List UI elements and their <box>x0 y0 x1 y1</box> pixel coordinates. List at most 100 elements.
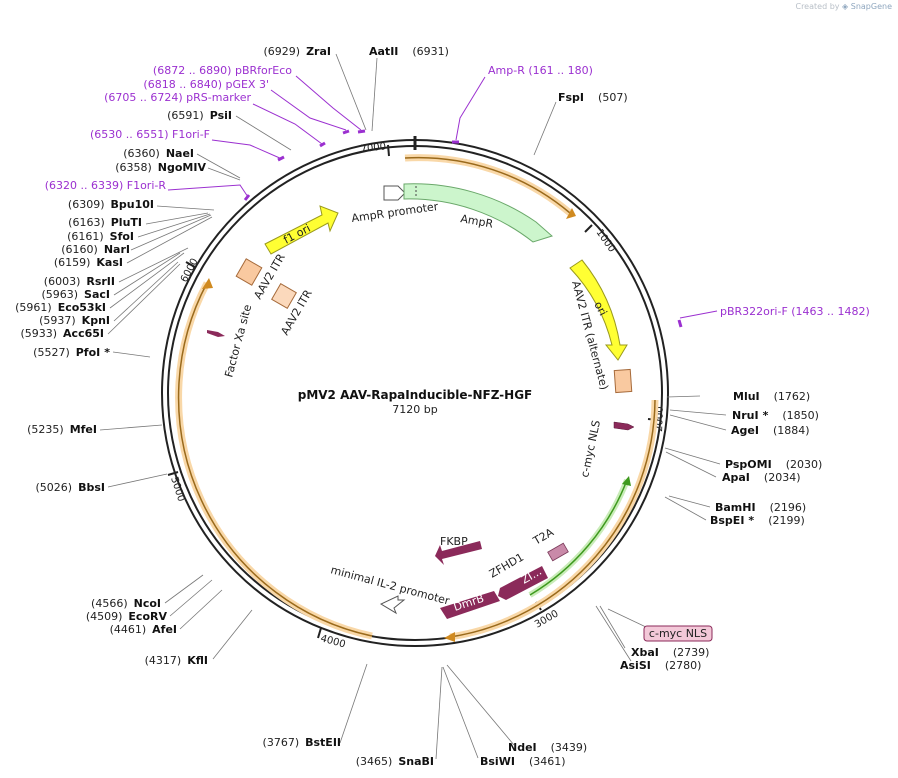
primer-pgex3-mark <box>342 129 350 135</box>
enzyme-agei: AgeI(1884) <box>731 424 810 437</box>
factor-xa-label: Factor Xa site <box>222 303 254 379</box>
line-eco53ki <box>109 252 185 309</box>
primer-pbrforeco-line <box>295 75 362 131</box>
enzyme-naei: (6360)NaeI <box>123 147 194 160</box>
line-sfoi <box>137 213 211 238</box>
enzyme-pspomi: PspOMI(2030) <box>725 458 822 471</box>
enzyme-nrui: NruI*(1850) <box>732 409 819 422</box>
line-acc65i <box>107 263 181 335</box>
tick-6000-label: 6000 <box>179 257 201 285</box>
ampr-feature <box>403 183 553 243</box>
orf-arc-right <box>449 399 656 638</box>
enzyme-rsrii: (6003)RsrII <box>44 275 115 288</box>
line-cmyc-box <box>607 608 649 629</box>
primer-f1ori-r-line <box>167 184 249 198</box>
line-bsiwi <box>442 666 479 759</box>
line-nari <box>130 214 212 251</box>
enzyme-bpu10i: (6309)Bpu10I <box>68 198 154 211</box>
line-kfli <box>212 609 253 660</box>
orf-arcs <box>175 154 659 642</box>
enzyme-zrai: (6929)ZraI <box>264 45 332 58</box>
enzyme-ndei: NdeI(3439) <box>508 741 587 754</box>
cmyc-nls-box-label: c-myc NLS <box>649 627 707 640</box>
t2a-box <box>547 542 569 562</box>
f1ori-feature <box>264 205 339 255</box>
line-kpni <box>113 261 179 322</box>
primer-ampr-line <box>455 76 486 141</box>
line-afei <box>179 589 223 630</box>
tick-7000-mark <box>387 144 390 157</box>
line-fspi <box>533 101 557 156</box>
tick-2000-label: 2000 <box>654 406 666 432</box>
ampr-label: AmpR <box>459 212 494 231</box>
tick-1000-mark <box>584 224 593 233</box>
line-bsteii <box>339 663 368 744</box>
line-rsrii <box>118 247 189 283</box>
enzyme-apai: ApaI(2034) <box>722 471 800 484</box>
enzyme-bamhi: BamHI(2196) <box>715 501 806 514</box>
tick-6000-mark <box>185 261 196 268</box>
primer-f1ori-f-mark <box>277 155 285 162</box>
enzyme-kpni: (5937)KpnI <box>39 314 110 327</box>
line-kasi <box>126 216 213 264</box>
ampr-promoter-label: AmpR promoter <box>351 200 440 225</box>
primer-pbr322ori-label: pBR322ori-F (1463 .. 1482) <box>720 305 870 318</box>
factor-xa-arrow <box>207 330 225 337</box>
green-orf <box>529 479 628 596</box>
tick-5000-mark <box>167 471 179 476</box>
line-pspomi <box>664 447 721 465</box>
snapgene-credit: Created by ◈ SnapGene <box>795 2 892 11</box>
plasmid-length: 7120 bp <box>392 403 437 416</box>
primer-ampr-label: Amp-R (161 .. 180) <box>488 64 593 77</box>
tick-1000-label: 1000 <box>594 227 618 254</box>
ori-label: ori <box>591 299 609 318</box>
aav2-itr-box-2 <box>271 283 297 309</box>
f1ori-label: f1 ori <box>281 222 312 247</box>
enzyme-psii: (6591)PsiI <box>167 109 232 122</box>
credit-brand: SnapGene <box>850 2 892 11</box>
enzyme-ncoi: (4566)NcoI <box>91 597 161 610</box>
line-ngomiv <box>207 167 241 181</box>
primer-pgex3-label: (6818 .. 6840) pGEX 3' <box>143 78 269 91</box>
t2a-label: T2A <box>530 525 556 548</box>
ampr-promoter-arrow <box>383 185 406 201</box>
primer-pbr322ori-line <box>679 310 718 319</box>
line-psii <box>235 115 292 151</box>
enzyme-saci: (5963)SacI <box>41 288 110 301</box>
primer-prs-marker-mark <box>319 141 326 148</box>
line-mlui <box>666 395 701 398</box>
cmyc-nls-inner-label: c-myc NLS <box>578 419 603 479</box>
credit-prefix: Created by <box>795 2 840 11</box>
line-naei <box>196 153 241 179</box>
line-asisi <box>595 605 632 662</box>
primer-pbrforeco-mark <box>357 129 366 134</box>
enzyme-bbsi: (5026)BbsI <box>36 481 105 494</box>
line-bspei <box>664 496 707 521</box>
line-bbsi <box>107 473 168 488</box>
line-bamhi <box>668 495 711 508</box>
primer-pgex3-line <box>270 89 347 131</box>
enzyme-pluti: (6163)PluTI <box>68 216 142 229</box>
line-ndei <box>446 664 515 746</box>
tick-4000-mark <box>317 627 322 639</box>
zfhd1-arrow <box>498 566 548 600</box>
green-orf-head <box>622 476 631 486</box>
orf-arc-left-light <box>175 281 373 640</box>
cmyc-nls-inner-arrow <box>613 421 635 431</box>
enzyme-mfei: (5235)MfeI <box>27 423 97 436</box>
line-bpu10i <box>156 205 215 211</box>
enzyme-mlui: MluI(1762) <box>733 390 810 403</box>
primer-lines <box>167 75 718 319</box>
enzyme-kfli: (4317)KflI <box>145 654 208 667</box>
orf-arc-top-head <box>566 208 576 219</box>
enzyme-xbai: XbaI(2739) <box>631 646 709 659</box>
enzyme-kasi: (6159)KasI <box>54 256 123 269</box>
primer-prs-marker-label: (6705 .. 6724) pRS-marker <box>104 91 251 104</box>
primer-pbr322ori-mark <box>677 319 683 328</box>
enzyme-bspei: BspEI*(2199) <box>710 514 805 527</box>
primer-f1ori-r-mark <box>243 194 251 201</box>
primer-prs-marker-line <box>252 103 323 145</box>
line-nrui <box>669 409 727 416</box>
line-saci <box>113 252 181 296</box>
